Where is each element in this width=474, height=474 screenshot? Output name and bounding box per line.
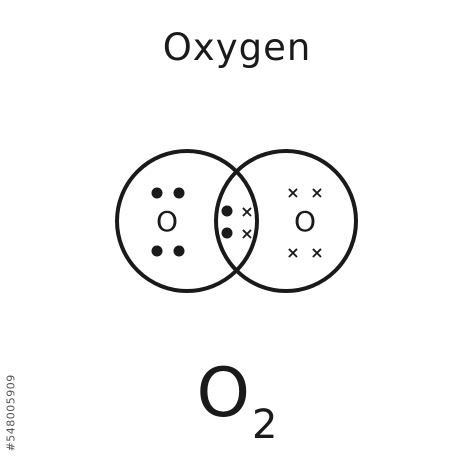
left-atom-shell [115, 149, 259, 293]
stock-id-label: #548005909 [4, 374, 18, 452]
formula-element: O [196, 354, 251, 433]
formula-subscript: 2 [252, 402, 278, 448]
shared-dot-2 [221, 227, 233, 239]
shared-cross-2: × [240, 224, 253, 243]
left-lone-pair-bottom-dot-2 [173, 245, 185, 257]
diagram-title: Oxygen [162, 26, 312, 69]
right-lone-pair-top-cross-1: × [286, 183, 299, 202]
left-lone-pair-top-dot-1 [151, 187, 163, 199]
right-lone-pair-bottom-cross-1: × [286, 243, 299, 262]
left-lone-pair-bottom-dot-1 [151, 245, 163, 257]
shared-cross-1: × [240, 202, 253, 221]
shared-dot-1 [221, 205, 233, 217]
left-lone-pair-top-dot-2 [173, 187, 185, 199]
right-atom-shell [214, 149, 358, 293]
right-atom-symbol: O [294, 205, 316, 238]
right-lone-pair-bottom-cross-2: × [310, 243, 323, 262]
molecular-formula: O2 [0, 360, 474, 449]
left-atom-symbol: O [156, 205, 178, 238]
right-lone-pair-top-cross-2: × [310, 183, 323, 202]
